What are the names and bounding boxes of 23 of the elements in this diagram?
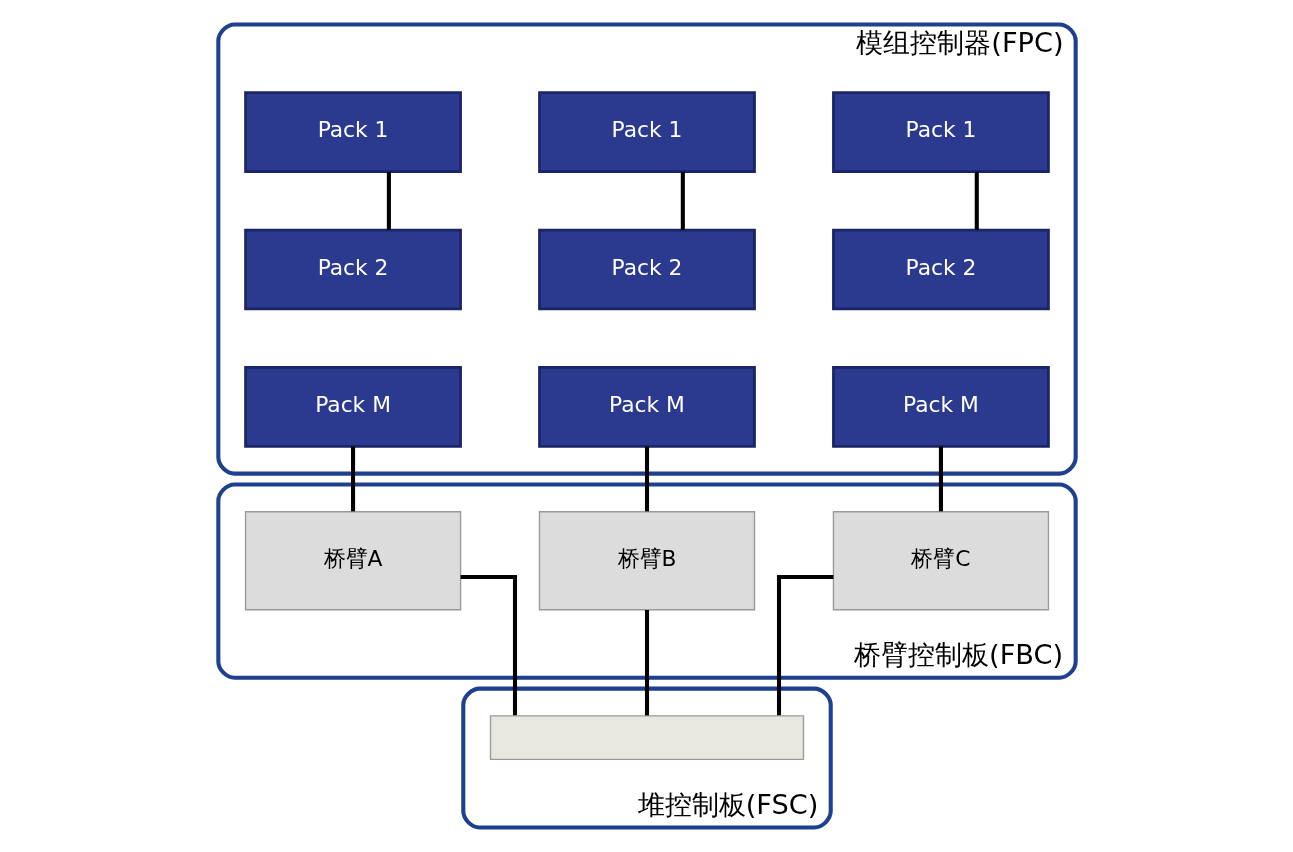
connector [350,446,355,512]
cluster: 堆控制板(FSC) [460,686,833,830]
connector [460,575,517,716]
node-box: Pack 2 [537,228,756,311]
node-box: Pack 1 [537,91,756,173]
node-box: 桥臂A [244,511,461,611]
node-box: Pack 2 [243,228,462,311]
connector [776,575,833,716]
connector [974,171,979,230]
node-box: 桥臂C [832,511,1049,611]
node-box: Pack 1 [243,91,462,173]
node-box: Pack M [243,366,462,448]
connector [644,610,649,716]
node-box: Pack M [537,366,756,448]
connector [386,171,391,230]
node-box: 桥臂B [538,511,755,611]
node-box [489,715,804,761]
connector [938,446,943,512]
node-box: Pack 1 [831,91,1050,173]
connector [680,171,685,230]
node-box: Pack M [831,366,1050,448]
connector [644,446,649,512]
node-box: Pack 2 [831,228,1050,311]
